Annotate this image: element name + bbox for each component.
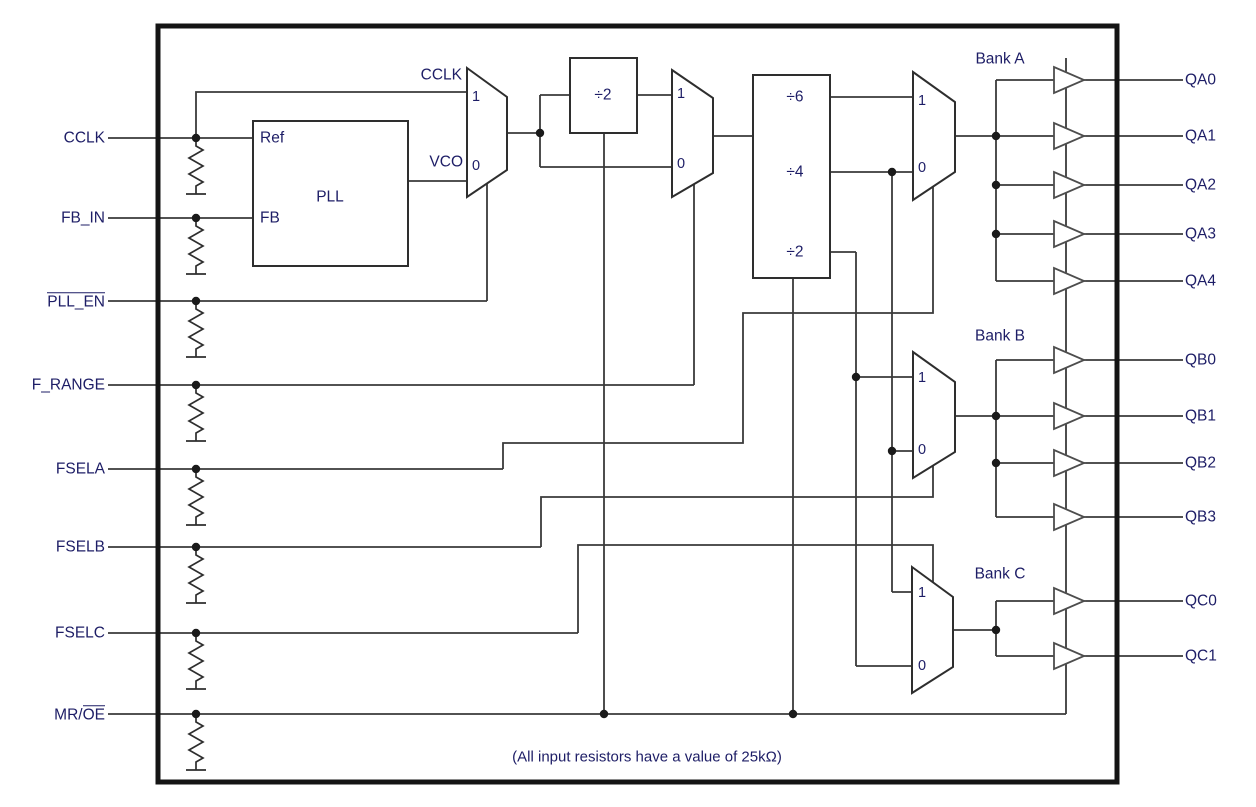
input-label-cclk: CCLK bbox=[63, 129, 105, 147]
wire-fselb bbox=[108, 466, 934, 548]
bank-a-title: Bank A bbox=[975, 50, 1025, 68]
pll-ref-label: Ref bbox=[260, 129, 285, 147]
buffer-qa4 bbox=[1053, 266, 1087, 296]
wire-qc-outputs bbox=[1084, 600, 1183, 657]
buffer-qb3 bbox=[1053, 502, 1087, 532]
input-label-f-range: F_RANGE bbox=[31, 376, 105, 394]
buffer-qa0 bbox=[1053, 65, 1087, 95]
resistor-fselb bbox=[186, 547, 206, 604]
div6-label: ÷6 bbox=[786, 88, 804, 106]
wire-qa-outputs bbox=[1084, 79, 1183, 282]
mux1-cclk-label: CCLK bbox=[420, 66, 462, 84]
chip-boundary bbox=[155, 23, 1120, 785]
buffer-qa1 bbox=[1053, 121, 1087, 151]
wire-bank-b-dist bbox=[955, 359, 1054, 518]
wire-div2-out bbox=[830, 251, 913, 667]
resistor-pll-en bbox=[186, 301, 206, 358]
mux2-port-1: 1 bbox=[677, 85, 686, 102]
junction-dots bbox=[191, 128, 1001, 719]
vco-label: VCO bbox=[429, 153, 463, 171]
wire-pll-en bbox=[108, 184, 488, 302]
wire-fselc bbox=[108, 544, 934, 634]
resistor-f-range bbox=[186, 385, 206, 442]
div2-label: ÷2 bbox=[786, 243, 804, 261]
output-buffers bbox=[1053, 65, 1087, 671]
output-label-qa1: QA1 bbox=[1185, 127, 1217, 145]
buffer-qc1 bbox=[1053, 641, 1087, 671]
output-label-qb2: QB2 bbox=[1185, 454, 1217, 472]
buffer-qb2 bbox=[1053, 448, 1087, 478]
wire-cclk bbox=[108, 91, 467, 139]
output-label-qa4: QA4 bbox=[1185, 272, 1217, 290]
output-label-qc0: QC0 bbox=[1185, 592, 1217, 610]
resistor-fsela bbox=[186, 469, 206, 526]
mux-bank-b-port-0: 0 bbox=[918, 441, 927, 458]
resistor-mr-oe bbox=[186, 714, 206, 771]
resistor-fb-in bbox=[186, 218, 206, 275]
input-label-fselb: FSELB bbox=[55, 538, 105, 556]
resistor-cclk bbox=[186, 138, 206, 195]
mux-bank-c bbox=[911, 565, 954, 695]
resistor-note: (All input resistors have a value of 25k… bbox=[512, 748, 782, 766]
bank-c-title: Bank C bbox=[974, 565, 1026, 583]
wire-bank-c-dist bbox=[953, 600, 1054, 657]
input-label-fsela: FSELA bbox=[55, 460, 105, 478]
buffer-qc0 bbox=[1053, 586, 1087, 616]
output-label-qa3: QA3 bbox=[1185, 225, 1217, 243]
input-resistors bbox=[186, 138, 206, 771]
mux-bank-a bbox=[912, 70, 956, 202]
pll-box bbox=[252, 120, 409, 267]
mux-bank-a-port-0: 0 bbox=[918, 159, 927, 176]
blocks bbox=[252, 57, 956, 695]
wire-f-range bbox=[108, 184, 695, 386]
wire-fsela bbox=[108, 186, 934, 470]
input-label-pll-en: PLL_EN bbox=[47, 292, 105, 311]
output-label-qc1: QC1 bbox=[1185, 647, 1217, 665]
prescaler-label: ÷2 bbox=[594, 86, 612, 104]
pll-fb-label: FB bbox=[260, 209, 280, 227]
mux1-port-0: 0 bbox=[472, 157, 481, 174]
buffer-qa2 bbox=[1053, 170, 1087, 200]
wire-qb-outputs bbox=[1084, 359, 1183, 518]
mux-bank-c-port-0: 0 bbox=[918, 657, 927, 674]
mux-bank-c-port-1: 1 bbox=[918, 584, 927, 601]
mux2 bbox=[671, 68, 714, 199]
mux2-port-0: 0 bbox=[677, 155, 686, 172]
input-label-mr-oe: MR/OE bbox=[54, 705, 105, 724]
mux1 bbox=[466, 66, 508, 199]
prescaler-box bbox=[569, 57, 638, 134]
wire-div4-out bbox=[830, 171, 913, 593]
wires bbox=[108, 58, 1183, 715]
mux-bank-b-port-1: 1 bbox=[918, 369, 927, 386]
buffer-qb0 bbox=[1053, 345, 1087, 375]
output-label-qb0: QB0 bbox=[1185, 351, 1217, 369]
output-label-qa0: QA0 bbox=[1185, 71, 1217, 89]
pll-label: PLL bbox=[316, 188, 344, 206]
buffer-qb1 bbox=[1053, 401, 1087, 431]
mux1-port-1: 1 bbox=[472, 88, 481, 105]
input-label-fb-in: FB_IN bbox=[61, 209, 105, 227]
buffer-qa3 bbox=[1053, 219, 1087, 249]
output-label-qb3: QB3 bbox=[1185, 508, 1217, 526]
divider-box bbox=[752, 74, 831, 279]
input-label-fselc: FSELC bbox=[55, 624, 105, 642]
output-label-qb1: QB1 bbox=[1185, 407, 1217, 425]
wire-bank-a-dist bbox=[955, 79, 1054, 282]
resistor-fselc bbox=[186, 633, 206, 690]
mux-bank-a-port-1: 1 bbox=[918, 92, 927, 109]
div4-label: ÷4 bbox=[786, 163, 804, 181]
bank-b-title: Bank B bbox=[975, 327, 1025, 345]
mux-bank-b bbox=[912, 350, 956, 480]
output-label-qa2: QA2 bbox=[1185, 176, 1217, 194]
